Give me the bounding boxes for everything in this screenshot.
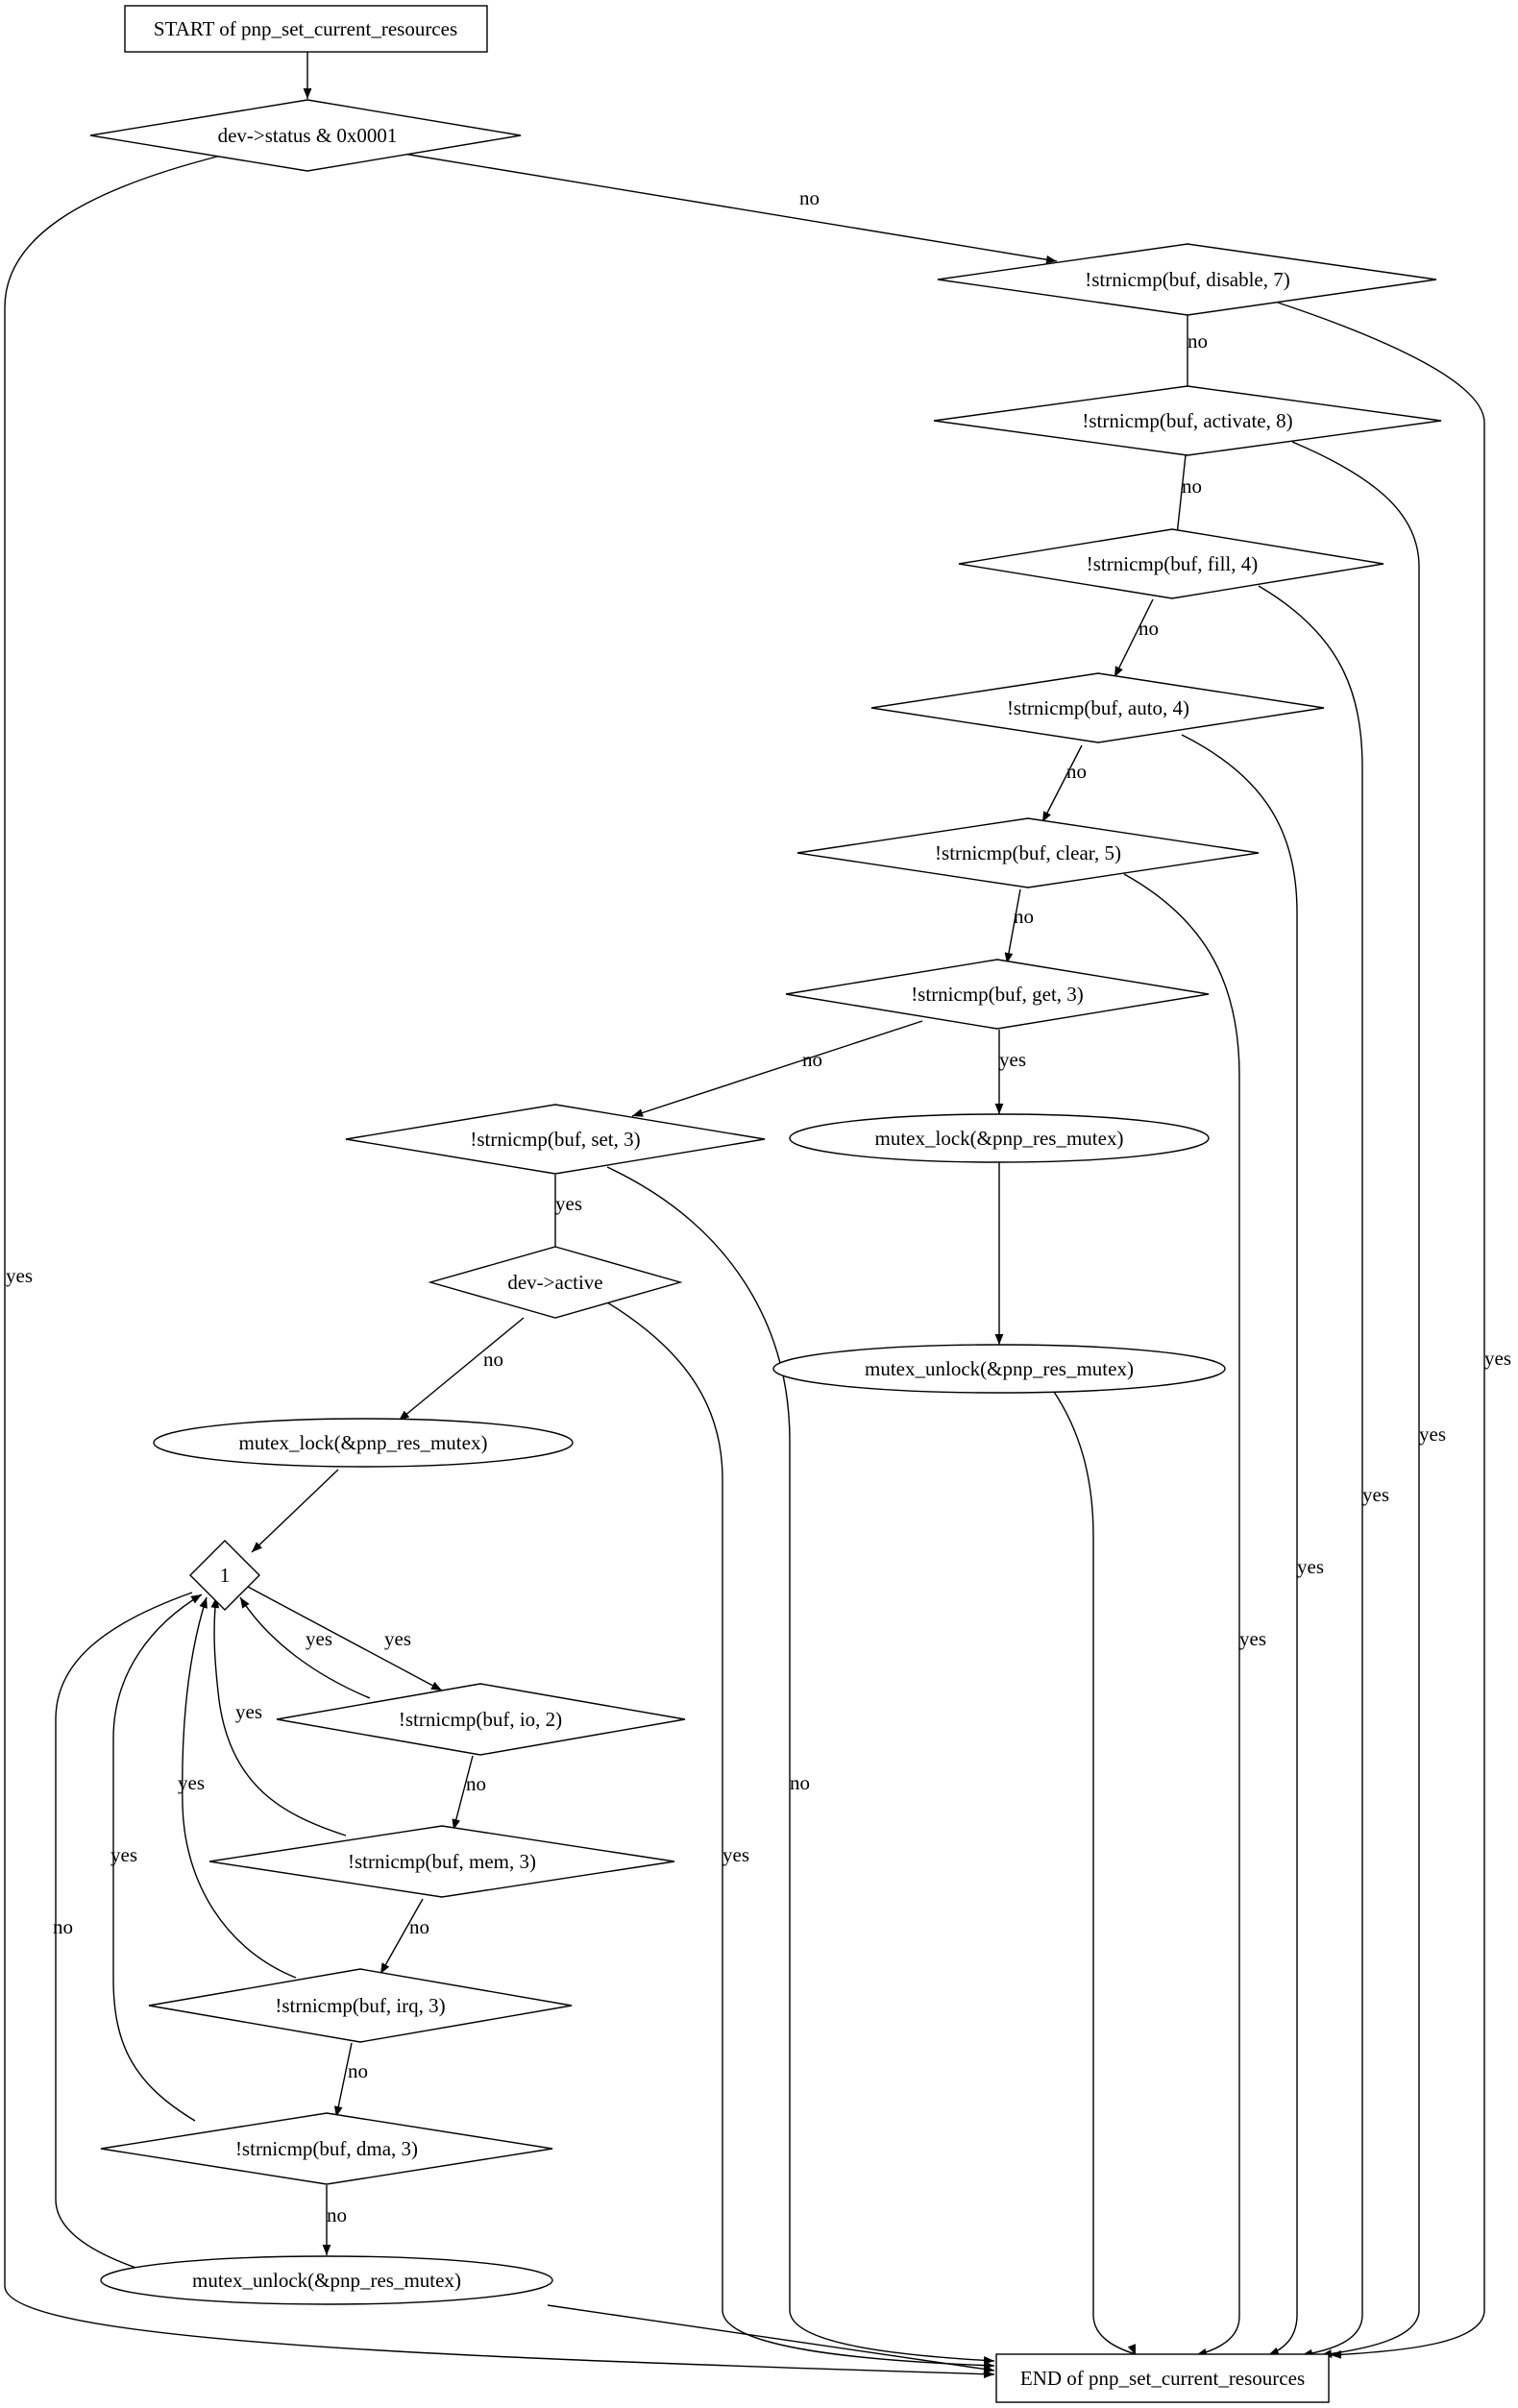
edge-unlockget-to-end [1051,1388,1139,2356]
start-node: START of pnp_set_current_resources [124,5,488,53]
label-mem-yes: yes [235,1700,262,1723]
edge-irq-yes [182,1596,297,1979]
clear-decision-label: !strnicmp(buf, clear, 5) [935,841,1121,864]
loop-decision-label: 1 [220,1564,231,1587]
edge-io-yes [239,1596,371,1699]
edge-set-no [606,1166,995,2365]
edge-io-no [452,1755,474,1831]
active-decision-label: dev->active [507,1271,602,1294]
label-get-no: no [802,1048,822,1071]
activate-decision-label: !strnicmp(buf, activate, 8) [1082,409,1292,432]
label-disable-no: no [1187,329,1208,353]
label-dma-yes: yes [110,1843,137,1866]
edge-clear-yes [1123,873,1240,2357]
label-loop-no: no [53,1915,73,1938]
label-dma-no: no [327,2203,347,2226]
edge-fill-no [1114,598,1154,678]
end-node: END of pnp_set_current_resources [995,2353,1330,2403]
loop-decision: 1 [189,1540,260,1611]
unlock-get-label: mutex_unlock(&pnp_res_mutex) [865,1357,1134,1380]
edge-irq-no [333,2042,353,2118]
edge-dma-yes [112,1593,203,2122]
label-loop-yes: yes [384,1627,411,1650]
edge-get-no [631,1020,923,1117]
edge-active-yes [606,1301,995,2370]
edge-status-no [403,153,1058,264]
edge-auto-no [1041,744,1083,823]
label-fill-no: no [1138,617,1159,640]
disable-decision-label: !strnicmp(buf, disable, 7) [1085,268,1289,291]
edge-auto-yes [1181,734,1298,2356]
lock-set-node: mutex_lock(&pnp_res_mutex) [153,1418,574,1468]
dma-decision-label: !strnicmp(buf, dma, 3) [235,2137,418,2160]
get-decision-label: !strnicmp(buf, get, 3) [911,983,1084,1006]
label-set-yes: yes [555,1192,582,1215]
label-irq-yes: yes [178,1771,205,1794]
edge-active-no [398,1317,525,1422]
label-fill-yes: yes [1362,1483,1389,1506]
edge-clear-no [1004,888,1021,964]
edge-unlockset-to-end [547,2304,995,2373]
fill-decision: !strnicmp(buf, fill, 4) [958,528,1384,599]
label-disable-yes: yes [1484,1347,1511,1370]
edge-status-yes [4,155,995,2379]
unlock-set-node: mutex_unlock(&pnp_res_mutex) [100,2255,553,2305]
io-decision-label: !strnicmp(buf, io, 2) [399,1708,562,1731]
label-auto-no: no [1066,760,1087,783]
label-io-no: no [466,1772,486,1795]
status-decision: dev->status & 0x0001 [89,99,522,172]
unlock-get-node: mutex_unlock(&pnp_res_mutex) [772,1344,1226,1394]
label-io-yes: yes [306,1627,332,1650]
label-mem-no: no [409,1915,429,1938]
label-status-yes: yes [6,1264,33,1287]
dma-decision: !strnicmp(buf, dma, 3) [100,2112,553,2185]
label-active-no: no [483,1348,503,1371]
mem-decision-label: !strnicmp(buf, mem, 3) [348,1850,536,1873]
edge-loop-no [55,1592,241,2297]
label-irq-no: no [348,2059,368,2082]
fill-decision-label: !strnicmp(buf, fill, 4) [1087,552,1258,575]
set-decision: !strnicmp(buf, set, 3) [345,1104,766,1175]
edge-loop-yes [247,1586,443,1691]
label-clear-yes: yes [1239,1627,1266,1650]
nodes: START of pnp_set_current_resources dev->… [89,5,1442,2403]
active-decision: dev->active [428,1246,683,1319]
label-active-yes: yes [722,1843,749,1866]
edges [4,52,1485,2379]
end-node-label: END of pnp_set_current_resources [1020,2367,1305,2390]
label-activate-no: no [1182,474,1202,498]
activate-decision: !strnicmp(buf, activate, 8) [933,385,1442,456]
edge-labels: yes no yes no yes no yes no yes no yes n… [6,186,1511,2226]
label-activate-yes: yes [1419,1423,1446,1446]
lock-get-label: mutex_lock(&pnp_res_mutex) [875,1127,1124,1150]
auto-decision: !strnicmp(buf, auto, 4) [870,672,1325,743]
irq-decision: !strnicmp(buf, irq, 3) [148,1968,573,2043]
start-node-label: START of pnp_set_current_resources [154,17,457,40]
disable-decision: !strnicmp(buf, disable, 7) [937,243,1437,316]
label-status-no: no [799,186,820,209]
edge-activate-no [1172,454,1187,545]
mem-decision: !strnicmp(buf, mem, 3) [208,1825,675,1898]
io-decision: !strnicmp(buf, io, 2) [276,1683,686,1756]
get-decision: !strnicmp(buf, get, 3) [785,959,1210,1030]
auto-decision-label: !strnicmp(buf, auto, 4) [1007,696,1189,719]
status-decision-label: dev->status & 0x0001 [218,124,398,147]
lock-set-label: mutex_lock(&pnp_res_mutex) [239,1431,488,1454]
label-get-yes: yes [999,1048,1026,1071]
edge-disable-yes [1277,302,1485,2359]
set-decision-label: !strnicmp(buf, set, 3) [470,1128,640,1151]
unlock-set-label: mutex_unlock(&pnp_res_mutex) [192,2269,461,2292]
clear-decision: !strnicmp(buf, clear, 5) [796,817,1260,888]
label-clear-no: no [1014,905,1034,928]
edge-fill-yes [1258,585,1363,2358]
label-auto-yes: yes [1297,1555,1324,1578]
edge-lockset-to-loop [251,1469,339,1553]
edge-activate-yes [1291,441,1420,2358]
lock-get-node: mutex_lock(&pnp_res_mutex) [789,1113,1210,1163]
irq-decision-label: !strnicmp(buf, irq, 3) [275,1994,445,2017]
edge-mem-no [380,1898,424,1975]
edge-mem-yes [210,1596,347,1836]
label-set-no: no [790,1771,810,1794]
